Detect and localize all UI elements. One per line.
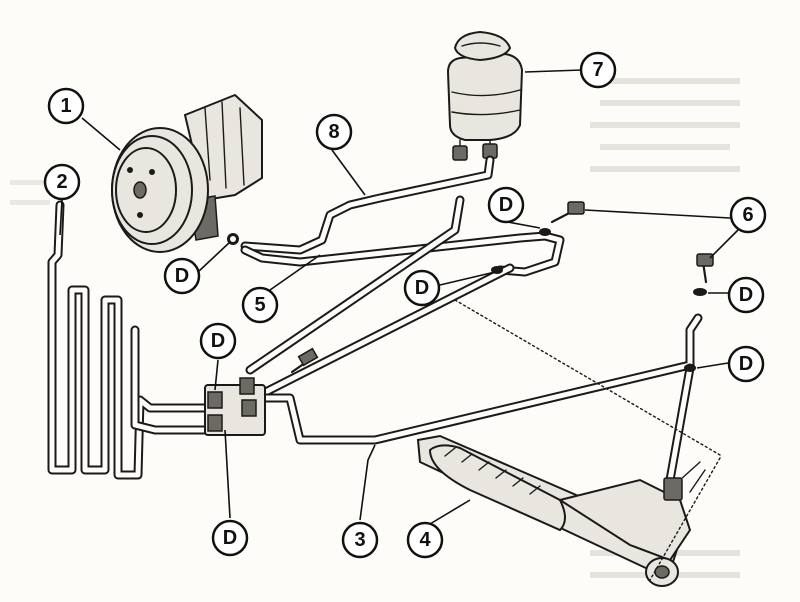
callout-d-junction-bottom-label: D xyxy=(223,527,237,549)
callout-d-pump-label: D xyxy=(175,265,189,287)
pump xyxy=(111,93,263,253)
steering-rack xyxy=(416,299,721,587)
leader-lines xyxy=(59,69,739,525)
callout-8-label: 8 xyxy=(328,121,339,143)
banjo-bolts xyxy=(491,201,714,372)
callout-7: 7 xyxy=(579,51,617,89)
cooler-pipe xyxy=(47,200,215,480)
callout-5: 5 xyxy=(241,286,279,324)
callout-3: 3 xyxy=(341,521,379,559)
callout-d-junction-top: D xyxy=(199,322,237,360)
junction-block xyxy=(204,347,319,436)
callout-d-right-upper: D xyxy=(727,276,765,314)
callout-d-loop-fitting: D xyxy=(403,269,441,307)
callout-2-label: 2 xyxy=(56,171,67,193)
callout-4-label: 4 xyxy=(419,529,431,551)
callout-8: 8 xyxy=(315,113,353,151)
callout-d-pump: D xyxy=(163,257,201,295)
callout-d-upper-fitting: D xyxy=(487,186,525,224)
callout-6: 6 xyxy=(729,196,767,234)
callout-4: 4 xyxy=(406,521,444,559)
callout-d-right-lower-label: D xyxy=(739,353,753,375)
callout-2: 2 xyxy=(43,163,81,201)
callout-5-label: 5 xyxy=(254,294,265,316)
callout-6-label: 6 xyxy=(742,204,753,226)
callout-d-junction-bottom: D xyxy=(211,519,249,557)
callout-3-label: 3 xyxy=(354,529,365,551)
hose-lines xyxy=(235,155,703,485)
reservoir xyxy=(446,30,524,161)
callout-1: 1 xyxy=(47,87,85,125)
callout-1-label: 1 xyxy=(60,95,71,117)
callout-d-upper-fitting-label: D xyxy=(499,194,513,216)
callout-d-right-upper-label: D xyxy=(739,284,753,306)
callout-7-label: 7 xyxy=(592,59,603,81)
callout-d-junction-top-label: D xyxy=(211,330,225,352)
callout-d-right-lower: D xyxy=(727,345,765,383)
callout-d-loop-fitting-label: D xyxy=(415,277,429,299)
